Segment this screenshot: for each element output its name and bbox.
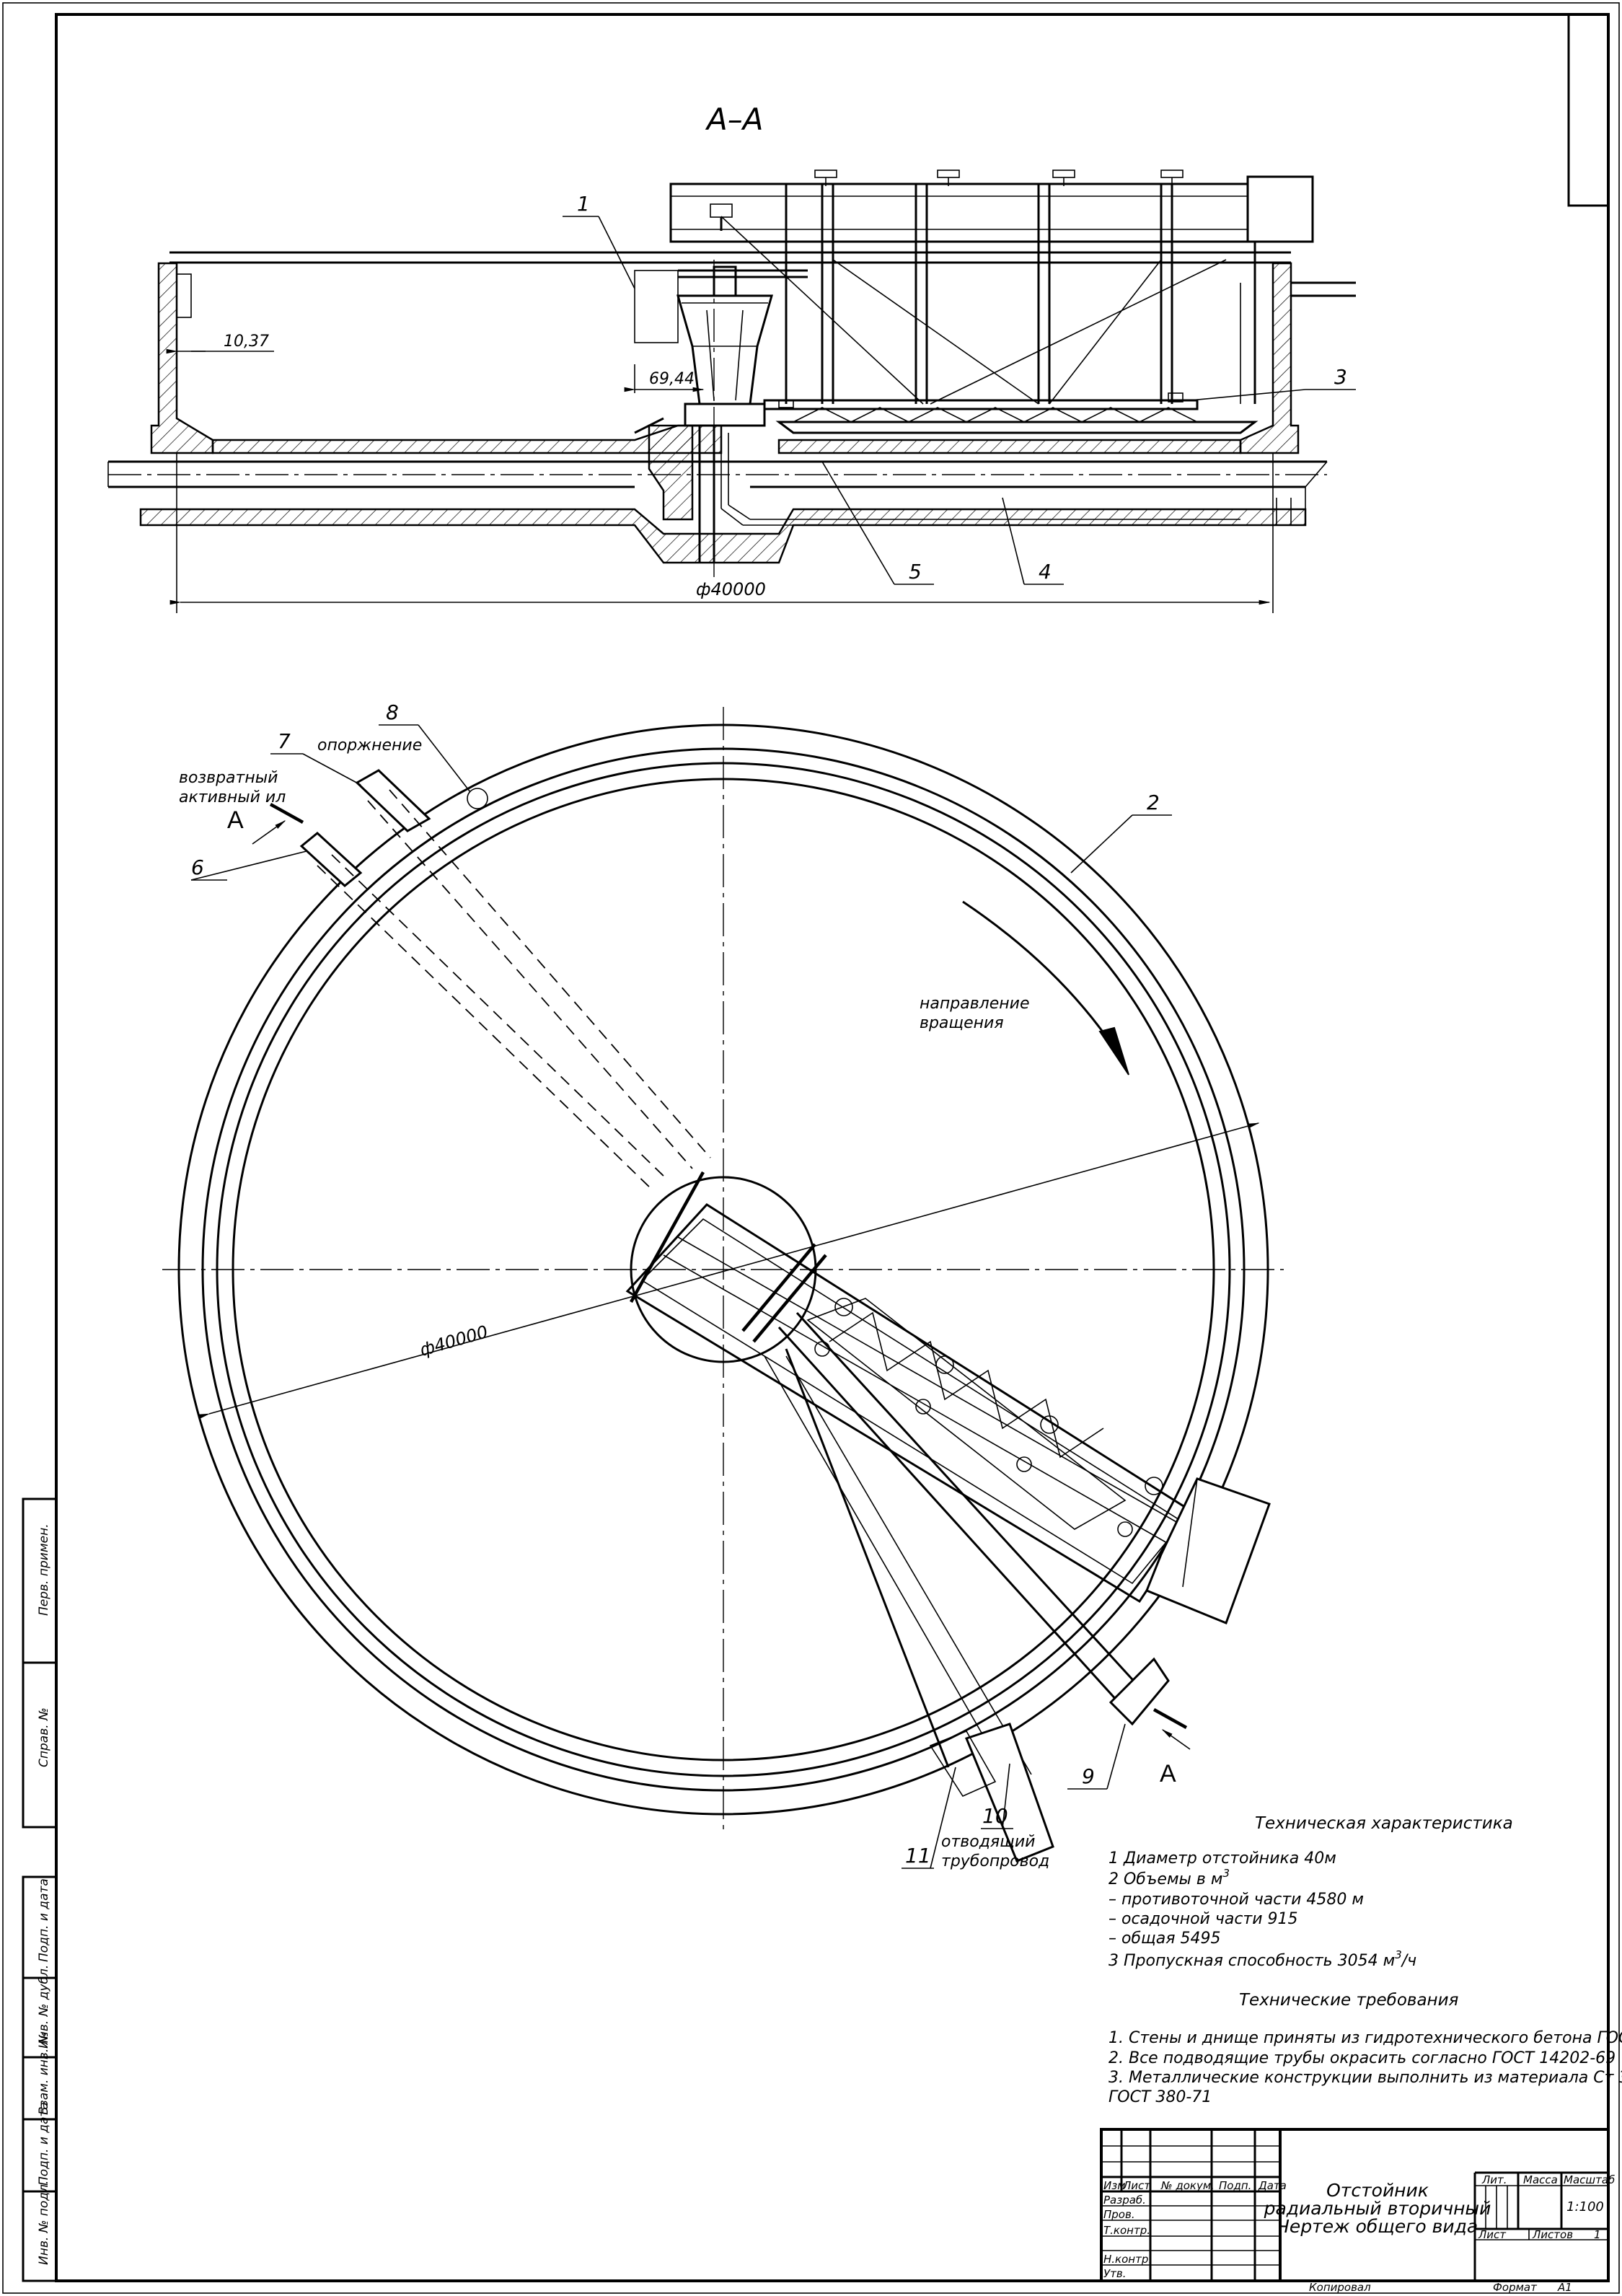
callout-5: 5 xyxy=(909,560,922,584)
tech-req-line-3: 3. Металлические конструкции выполнить и… xyxy=(1108,2069,1622,2087)
section-mark-top-letter: А xyxy=(227,806,244,834)
tb-mass: Масса xyxy=(1523,2173,1558,2186)
tb-sheets: Листов xyxy=(1532,2228,1573,2241)
tech-req-line-1: 1. Стены и днище приняты из гидротехниче… xyxy=(1108,2029,1622,2047)
rotation-label-1: направление xyxy=(920,995,1029,1013)
callout-4: 4 xyxy=(1039,560,1052,584)
callout-2: 2 xyxy=(1147,791,1160,814)
tb-row-razrab: Разраб. xyxy=(1103,2194,1146,2207)
label-return-sludge-2: активный ил xyxy=(179,788,286,806)
tech-requirements: Технические требования 1. Стены и днище … xyxy=(1108,1991,1622,2106)
callout-9: 9 xyxy=(1082,1764,1095,1788)
side-stamp-column: Перв. примен. Справ. № Подп. и дата Инв.… xyxy=(22,1497,58,2282)
tb-lit: Лит. xyxy=(1481,2173,1507,2186)
tb-row-utv: Утв. xyxy=(1103,2267,1127,2280)
tb-col-izm: Изм xyxy=(1103,2179,1126,2192)
tb-col-sign: Подп. xyxy=(1219,2179,1251,2192)
tech-char-line-6: 3 Пропускная способность 3054 м3/ч xyxy=(1108,1948,1416,1970)
tech-req-line-2: 2. Все подводящие трубы окрасить согласн… xyxy=(1108,2049,1616,2067)
stamp-podp-data-1: Подп. и дата xyxy=(37,1878,51,1962)
label-outlet-1: отводящий xyxy=(941,1833,1035,1851)
tb-sheet: Лист xyxy=(1478,2228,1507,2241)
tech-req-title: Технические требования xyxy=(1239,1991,1459,2010)
stamp-sprav-no: Справ. № xyxy=(37,1707,51,1767)
tb-scale: 1:100 xyxy=(1566,2199,1604,2214)
section-callouts: 1 3 4 5 xyxy=(563,192,1356,585)
tb-col-list: Лист xyxy=(1122,2179,1151,2192)
section-dimensions: 10,37 69,44 ф40000 xyxy=(166,333,1274,613)
tb-format-label: Формат xyxy=(1493,2281,1538,2294)
outlet-pipes xyxy=(764,1311,1170,1862)
tech-req-line-4: ГОСТ 380-71 xyxy=(1108,2088,1212,2106)
callout-8: 8 xyxy=(386,700,399,724)
tb-row-prov: Пров. xyxy=(1103,2208,1135,2221)
rotation-label-2: вращения xyxy=(920,1014,1004,1032)
tb-row-tkontr: Т.контр. xyxy=(1103,2224,1150,2237)
stamp-perv-primen: Перв. примен. xyxy=(37,1523,51,1616)
tank-walls xyxy=(150,251,1356,454)
section-mark-top: А xyxy=(227,803,304,845)
callout-11: 11 xyxy=(905,1844,931,1868)
plan-callouts: 2 6 7 8 9 10 11 xyxy=(190,700,1172,1869)
tech-char-line-3: – противоточной части 4580 м xyxy=(1108,1891,1364,1909)
tech-char-line-4: – осадочной части 915 xyxy=(1108,1910,1298,1928)
scraper-arm xyxy=(763,392,1259,434)
callout-3: 3 xyxy=(1334,365,1347,389)
section-title: А–А xyxy=(705,102,763,137)
callout-6: 6 xyxy=(191,855,204,879)
callout-1: 1 xyxy=(577,192,590,216)
dim-plan-diameter: ф40000 xyxy=(418,1321,490,1360)
tb-name-2: радиальный вторичный xyxy=(1264,2198,1491,2219)
inlet-pipes xyxy=(299,769,711,1191)
tb-col-doc: № докум. xyxy=(1160,2179,1215,2192)
callout-10: 10 xyxy=(982,1804,1008,1828)
stamp-podp-data-2: Подп. и дата xyxy=(37,2102,51,2186)
section-mark-bottom: А xyxy=(1152,1708,1191,1787)
stamp-vzam-inv: Взам. инв. № xyxy=(37,2032,51,2115)
dim-center: 69,44 xyxy=(649,370,695,388)
callout-7: 7 xyxy=(278,729,291,753)
dim-wall: 10,37 xyxy=(224,333,269,351)
stamp-inv-dubl: Инв. № дубл. xyxy=(37,1965,51,2049)
label-emptying: опоржнение xyxy=(317,736,422,755)
tank-bottom xyxy=(107,424,1328,564)
title-block: Изм Лист № докум. Подп. Дата Разраб. Про… xyxy=(1100,2128,1615,2294)
tech-char-title: Техническая характеристика xyxy=(1255,1814,1513,1833)
tech-characteristics: Техническая характеристика 1 Диаметр отс… xyxy=(1108,1814,1513,1970)
tb-sheets-value: 1 xyxy=(1594,2228,1601,2241)
bridge-truss xyxy=(669,170,1314,405)
tb-col-date: Дата xyxy=(1258,2179,1287,2192)
stamp-inv-podl: Инв. № подл. xyxy=(37,2181,51,2265)
dim-section-diameter: ф40000 xyxy=(696,579,766,599)
section-mark-bottom-letter: А xyxy=(1160,1760,1176,1787)
tb-row-nkontr: Н.контр. xyxy=(1103,2253,1152,2266)
label-outlet-2: трубопровод xyxy=(941,1852,1049,1870)
tb-format-value: А1 xyxy=(1557,2281,1572,2294)
central-shaft xyxy=(634,265,1240,563)
section-view: А–А xyxy=(107,102,1356,613)
tb-name-3: Чертеж общего вида xyxy=(1277,2216,1478,2237)
tech-char-line-1: 1 Диаметр отстойника 40м xyxy=(1108,1849,1336,1868)
label-return-sludge-1: возвратный xyxy=(179,769,278,787)
tech-char-line-2: 2 Объемы в м3 xyxy=(1108,1867,1230,1888)
tb-copied: Копировал xyxy=(1309,2281,1371,2294)
plan-view: направление вращения ф40000 А А возвратн… xyxy=(162,700,1284,1870)
tb-name-1: Отстойник xyxy=(1326,2180,1429,2201)
tech-char-line-5: – общая 5495 xyxy=(1108,1930,1220,1948)
tb-scale-label: Масштаб xyxy=(1564,2173,1615,2186)
